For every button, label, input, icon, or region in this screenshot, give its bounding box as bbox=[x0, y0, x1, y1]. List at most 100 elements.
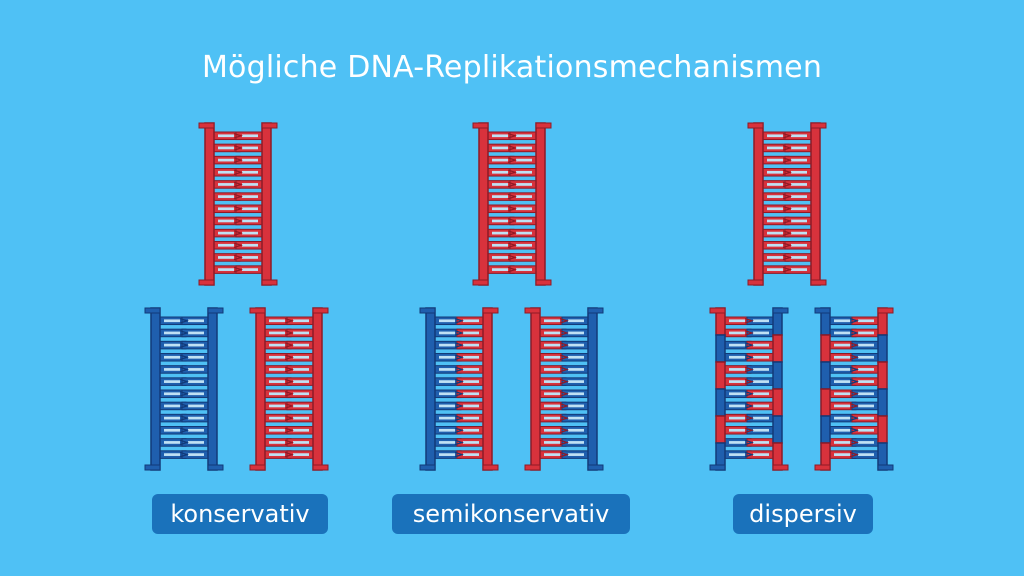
base-pair-junction bbox=[744, 342, 754, 348]
base-left-core bbox=[218, 256, 234, 259]
base-pair-junction bbox=[744, 439, 754, 446]
backbone-right bbox=[261, 122, 272, 286]
base-right-core bbox=[753, 319, 769, 323]
base-left-core bbox=[544, 404, 560, 408]
base-left-core bbox=[269, 343, 285, 347]
backbone-left bbox=[425, 307, 436, 471]
cap-top-right bbox=[261, 122, 278, 129]
cap-top-left bbox=[144, 307, 161, 314]
base-right-core bbox=[791, 231, 807, 235]
backbone-right bbox=[877, 415, 888, 444]
base-left-core bbox=[834, 319, 850, 323]
base-pair-junction bbox=[507, 145, 517, 151]
cap-top-right bbox=[877, 307, 894, 314]
base-right-core bbox=[516, 243, 532, 247]
base-right-core bbox=[753, 441, 769, 444]
base-right-core bbox=[753, 428, 769, 432]
base-right-core bbox=[858, 355, 874, 359]
base-left-core bbox=[729, 404, 745, 408]
cap-top-left bbox=[524, 307, 541, 314]
base-pair-junction bbox=[744, 330, 754, 336]
base-left-core bbox=[492, 146, 508, 150]
base-left-core bbox=[767, 134, 783, 138]
backbone-right bbox=[482, 307, 493, 471]
base-left-core bbox=[834, 331, 850, 335]
base-pair-junction bbox=[454, 354, 464, 361]
base-right-core bbox=[791, 158, 807, 162]
base-left-core bbox=[729, 355, 745, 359]
base-left-core bbox=[218, 158, 234, 162]
parent-dna bbox=[472, 122, 552, 286]
base-right-core bbox=[463, 453, 479, 456]
backbone-left bbox=[820, 415, 831, 444]
base-left-core bbox=[492, 231, 508, 235]
base-left-core bbox=[218, 195, 234, 198]
label-dispersiv: dispersiv bbox=[733, 494, 873, 534]
base-pair-junction bbox=[454, 378, 464, 385]
base-pair-junction bbox=[782, 242, 792, 249]
base-pair-junction bbox=[179, 451, 189, 458]
base-right-core bbox=[791, 243, 807, 247]
base-left-core bbox=[544, 368, 560, 371]
base-pair-junction bbox=[179, 439, 189, 446]
base-left-core bbox=[729, 428, 745, 432]
cap-bottom-right bbox=[587, 464, 604, 471]
base-pair-junction bbox=[782, 266, 792, 273]
base-pair-junction bbox=[849, 415, 859, 421]
base-pair-junction bbox=[454, 390, 464, 397]
base-pair-junction bbox=[233, 242, 243, 249]
base-right-core bbox=[188, 319, 204, 323]
base-pair-junction bbox=[849, 330, 859, 336]
base-left-core bbox=[544, 428, 560, 432]
backbone-right bbox=[772, 361, 783, 390]
base-right-core bbox=[791, 146, 807, 150]
daughter-dna-1 bbox=[144, 307, 224, 471]
base-left-core bbox=[834, 343, 850, 347]
base-pair-junction bbox=[849, 354, 859, 361]
base-left-core bbox=[269, 441, 285, 444]
base-right-core bbox=[463, 368, 479, 371]
base-pair-junction bbox=[284, 390, 294, 397]
base-pair-junction bbox=[284, 415, 294, 421]
base-pair-junction bbox=[782, 193, 792, 200]
base-right-core bbox=[858, 319, 874, 323]
base-pair-junction bbox=[849, 451, 859, 458]
cap-top-left bbox=[814, 307, 831, 314]
cap-bottom-left bbox=[709, 464, 726, 471]
base-right-core bbox=[293, 319, 309, 323]
base-right-core bbox=[568, 441, 584, 444]
label-konservativ: konservativ bbox=[152, 494, 328, 534]
daughter-dna-2 bbox=[814, 307, 894, 471]
base-right-core bbox=[463, 441, 479, 444]
base-left-core bbox=[492, 195, 508, 198]
base-pair-junction bbox=[454, 366, 464, 373]
base-right-core bbox=[516, 256, 532, 259]
base-right-core bbox=[753, 404, 769, 408]
base-pair-junction bbox=[849, 390, 859, 397]
base-right-core bbox=[791, 256, 807, 259]
base-right-core bbox=[516, 134, 532, 138]
base-right-core bbox=[753, 453, 769, 456]
cap-bottom-right bbox=[772, 464, 789, 471]
backbone-right bbox=[207, 307, 218, 471]
base-pair-junction bbox=[454, 415, 464, 421]
base-pair-junction bbox=[507, 230, 517, 236]
base-left-core bbox=[729, 441, 745, 444]
base-pair-junction bbox=[454, 330, 464, 336]
base-left-core bbox=[439, 343, 455, 347]
base-left-core bbox=[439, 355, 455, 359]
base-pair-junction bbox=[179, 415, 189, 421]
base-pair-junction bbox=[782, 145, 792, 151]
base-left-core bbox=[767, 243, 783, 247]
base-left-core bbox=[834, 416, 850, 420]
base-left-core bbox=[729, 319, 745, 323]
base-left-core bbox=[492, 256, 508, 259]
base-pair-junction bbox=[507, 218, 517, 224]
backbone-left bbox=[715, 334, 726, 363]
base-right-core bbox=[568, 368, 584, 371]
base-right-core bbox=[753, 392, 769, 396]
base-left-core bbox=[767, 231, 783, 235]
diagram-title: Mögliche DNA-Replikationsmechanismen bbox=[201, 50, 823, 85]
base-right-core bbox=[293, 331, 309, 335]
cap-bottom-left bbox=[814, 464, 831, 471]
